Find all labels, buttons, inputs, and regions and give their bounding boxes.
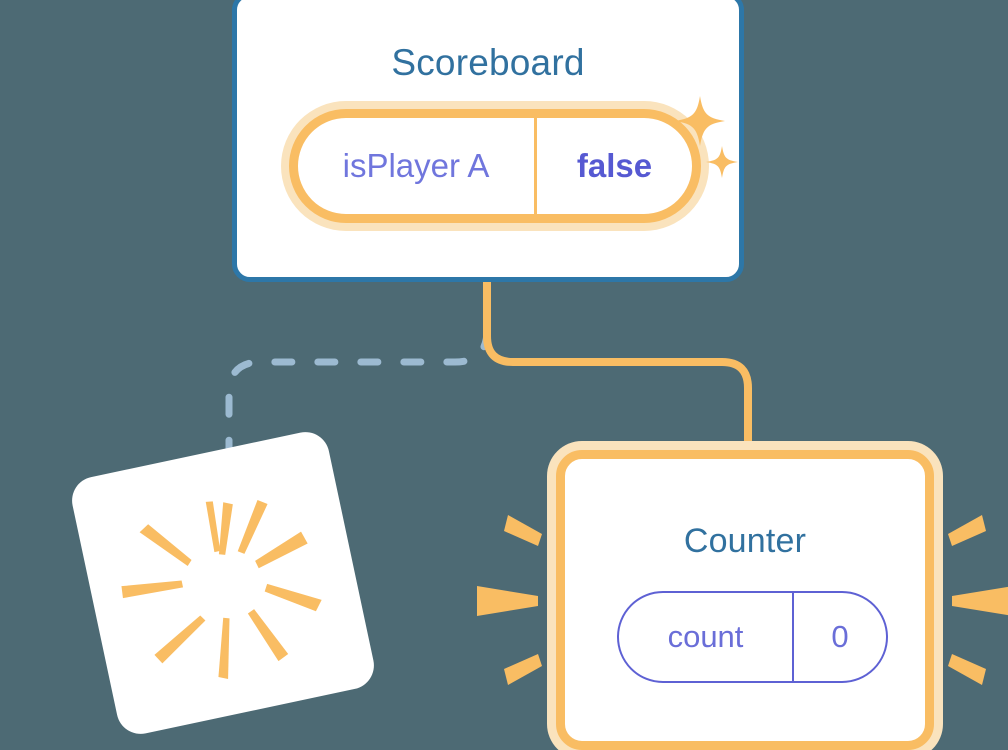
counter-ray-left-middle — [477, 586, 538, 616]
state-pill-count[interactable]: count 0 — [617, 591, 888, 683]
component-title-scoreboard: Scoreboard — [391, 42, 585, 83]
counter-ray-right-top — [948, 515, 986, 546]
component-box-counter[interactable]: Counter count 0 — [556, 450, 934, 750]
burst-ray — [205, 501, 221, 553]
component-box-scoreboard[interactable]: Scoreboard isPlayer A false — [232, 0, 744, 282]
burst-ray — [247, 609, 289, 662]
burst-ray — [255, 531, 308, 569]
burst-ray — [154, 615, 206, 664]
sparkle-small-icon — [706, 146, 738, 178]
burst-ray — [264, 583, 322, 612]
state-value-count: 0 — [831, 619, 849, 654]
state-pill-isplayer-a[interactable]: isPlayer A false — [289, 109, 701, 223]
burst-card-rays — [121, 500, 322, 680]
counter-ray-right-middle — [952, 586, 1008, 616]
sparkle-large-icon — [675, 96, 725, 146]
burst-ray — [237, 500, 268, 554]
counter-ray-right-bottom — [948, 654, 986, 685]
counter-ray-left-top — [504, 515, 542, 546]
burst-ray — [218, 502, 233, 555]
orange-connector-path — [483, 282, 752, 470]
burst-ray — [121, 580, 184, 599]
state-key-isplayer-a: isPlayer A — [298, 118, 537, 214]
state-key-count: count — [619, 593, 794, 681]
state-value-isplayer-a: false — [576, 147, 653, 184]
counter-ray-left-bottom — [504, 654, 542, 685]
burst-card[interactable] — [67, 427, 379, 739]
burst-ray — [218, 617, 230, 680]
component-title-counter: Counter — [683, 522, 807, 560]
burst-ray — [139, 524, 192, 566]
